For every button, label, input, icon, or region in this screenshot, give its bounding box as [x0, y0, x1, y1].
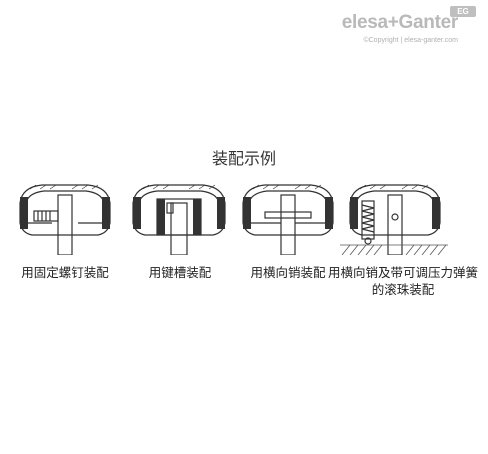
eg-badge: EG	[450, 6, 476, 17]
figure-cross-pin-spring-ball	[340, 181, 450, 255]
figure-cross-pin	[235, 181, 341, 255]
elesa-ganter-logo: elesa+Ganter	[341, 12, 459, 33]
cross-pin-drawing	[242, 184, 334, 255]
caption-keyway: 用键槽装配	[148, 265, 212, 280]
spring-ball-drawing	[340, 184, 448, 255]
copyright-text: ©Copyright | elesa-ganter.com	[363, 37, 458, 44]
figure-set-screw	[12, 181, 118, 255]
caption-set-screw: 用固定螺钉装配	[21, 265, 109, 280]
caption-cross-pin: 用横向销装配	[250, 265, 326, 280]
keyway-drawing	[132, 184, 226, 255]
set-screw-drawing	[19, 184, 111, 255]
brand-watermark: elesa+Ganter EG ©Copyright | elesa-gante…	[288, 6, 476, 52]
caption-cross-pin-spring-ball: 用横向销及带可调压力弹簧的滚珠装配	[328, 265, 479, 297]
page-title: 装配示例	[211, 149, 276, 168]
figure-keyway	[127, 181, 233, 255]
